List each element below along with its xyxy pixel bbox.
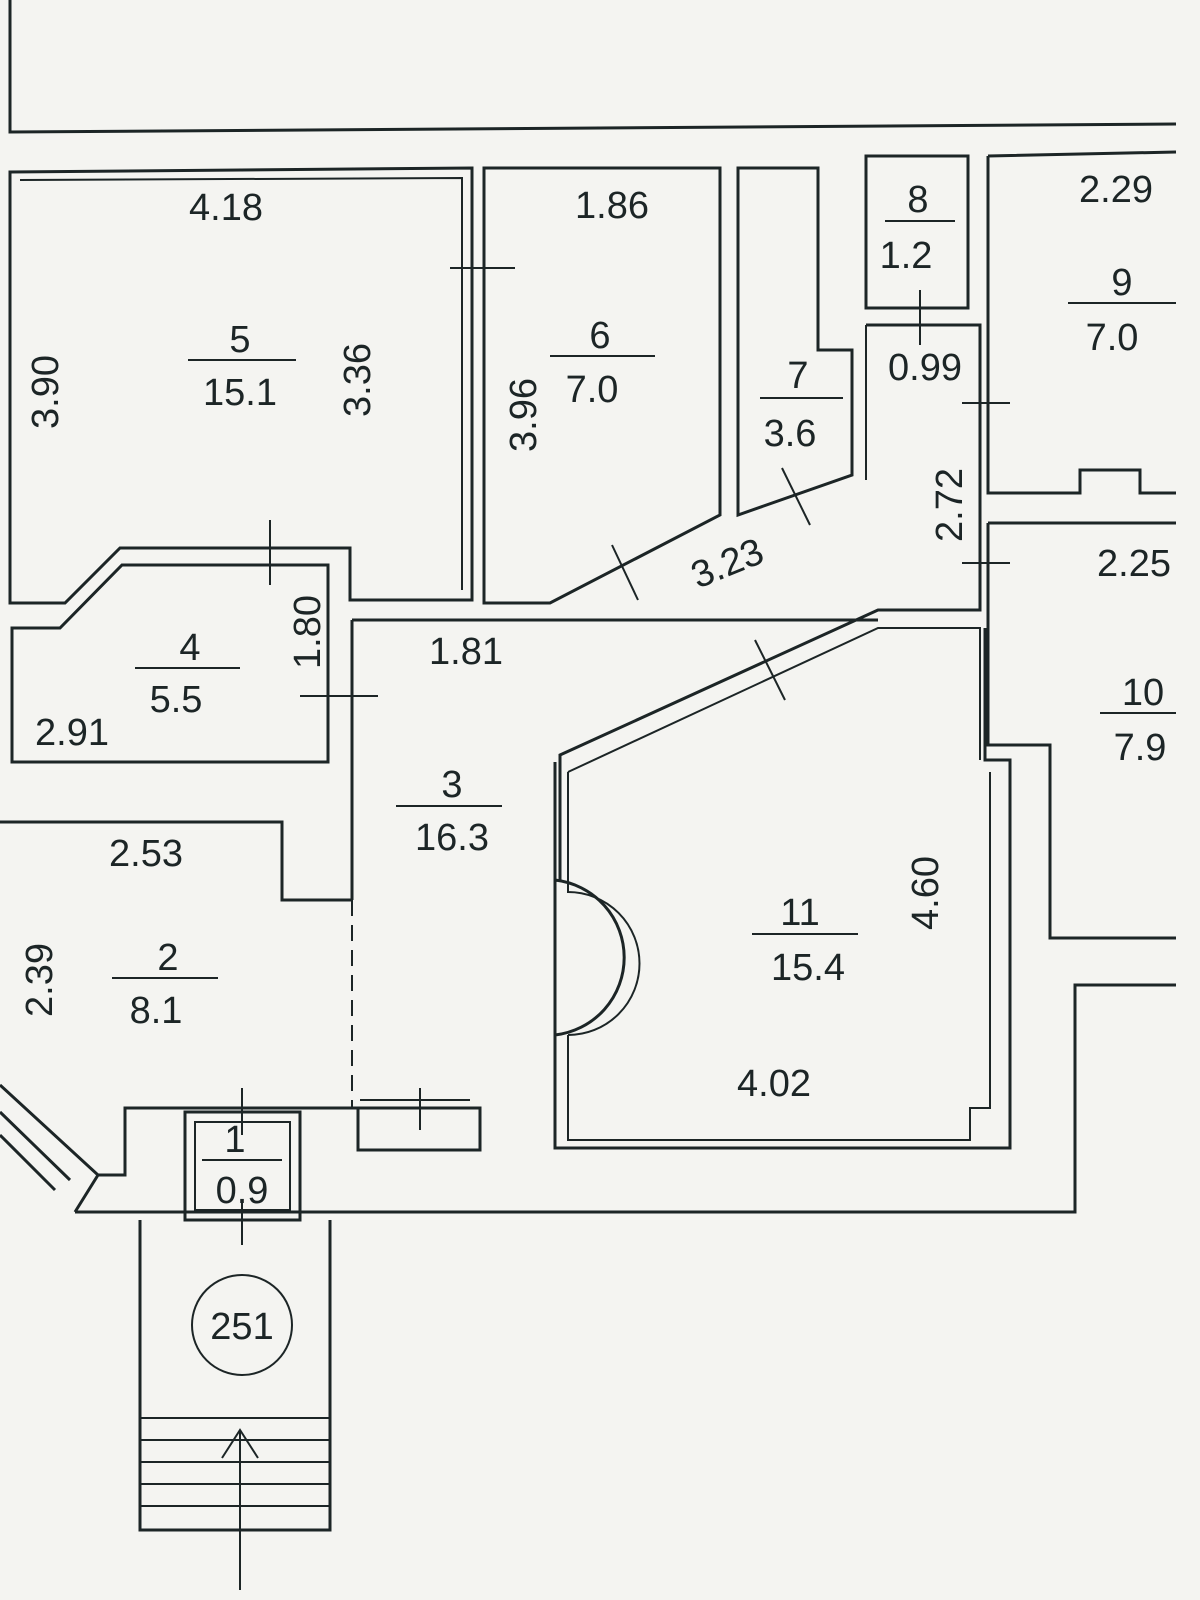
- dim-r4-height: 1.80: [287, 595, 329, 669]
- room-11[interactable]: [553, 627, 1012, 1150]
- room-6[interactable]: [482, 166, 722, 605]
- room-labels: 5 15.1 6 7.0 7 3.6 8 1.2 9 7.0 10 7.9 4 …: [112, 179, 1176, 1212]
- dim-r10-width: 2.25: [1097, 543, 1171, 585]
- room-9-number: 9: [1111, 262, 1132, 304]
- top-wall: [8, 0, 1177, 134]
- room-6-number: 6: [589, 315, 610, 357]
- building-number: 251: [210, 1306, 273, 1348]
- room-10-number: 10: [1122, 672, 1164, 714]
- dim-r5-right: 3.36: [337, 343, 379, 417]
- room-2[interactable]: [0, 820, 352, 1213]
- room-7[interactable]: [736, 166, 854, 526]
- dim-r6-width: 1.86: [575, 185, 649, 227]
- room-10[interactable]: [986, 521, 1176, 940]
- dimension-labels: 4.18 3.90 3.36 1.86 3.96 2.29 0.99 2.72 …: [19, 169, 1171, 1105]
- dim-r9-width: 2.29: [1079, 169, 1153, 211]
- entry-arrow-icon: [221, 1428, 259, 1590]
- room-6-area: 7.0: [566, 369, 619, 411]
- dim-diag-wall: 3.23: [685, 531, 769, 598]
- room-1[interactable]: [183, 1088, 302, 1245]
- room-3-number: 3: [441, 764, 462, 806]
- room-8-area: 1.2: [880, 235, 933, 277]
- corridor[interactable]: [558, 323, 1010, 880]
- room-1-number: 1: [224, 1119, 245, 1161]
- room-4-number: 4: [179, 627, 200, 669]
- room-10-area: 7.9: [1114, 727, 1167, 769]
- room-4-area: 5.5: [150, 679, 203, 721]
- dim-r11-height: 4.60: [905, 856, 947, 930]
- building-number-badge: 251: [191, 1274, 293, 1376]
- dim-r2-height: 2.39: [19, 943, 61, 1017]
- room-8[interactable]: [864, 154, 970, 345]
- room-4[interactable]: [10, 563, 378, 764]
- dim-r6-left: 3.96: [503, 378, 545, 452]
- room-5-area: 15.1: [203, 372, 277, 414]
- room-2-area: 8.1: [130, 990, 183, 1032]
- room-2-number: 2: [157, 937, 178, 979]
- dim-r5-left: 3.90: [25, 355, 67, 429]
- room-7-number: 7: [787, 355, 808, 397]
- dim-r5-width: 4.18: [189, 187, 263, 229]
- room-11-area: 15.4: [771, 947, 845, 989]
- entrance-stairs: [138, 1220, 332, 1532]
- room-1-area: 0.9: [216, 1170, 269, 1212]
- dim-r4-width: 2.91: [35, 712, 109, 754]
- room-3-area: 16.3: [415, 817, 489, 859]
- dim-r2-width: 2.53: [109, 833, 183, 875]
- dim-r3-width: 1.81: [429, 631, 503, 673]
- room-9[interactable]: [986, 150, 1177, 495]
- dim-corridor-height: 2.72: [929, 468, 971, 542]
- dim-r11-width: 4.02: [737, 1063, 811, 1105]
- room-8-number: 8: [907, 179, 928, 221]
- room-9-area: 7.0: [1086, 317, 1139, 359]
- room-7-area: 3.6: [764, 413, 817, 455]
- room-11-number: 11: [780, 892, 819, 934]
- dim-corridor-width: 0.99: [888, 347, 962, 389]
- room-3[interactable]: [350, 618, 878, 1152]
- room-5-number: 5: [229, 319, 250, 361]
- outer-wall-bottom: [75, 983, 1176, 1214]
